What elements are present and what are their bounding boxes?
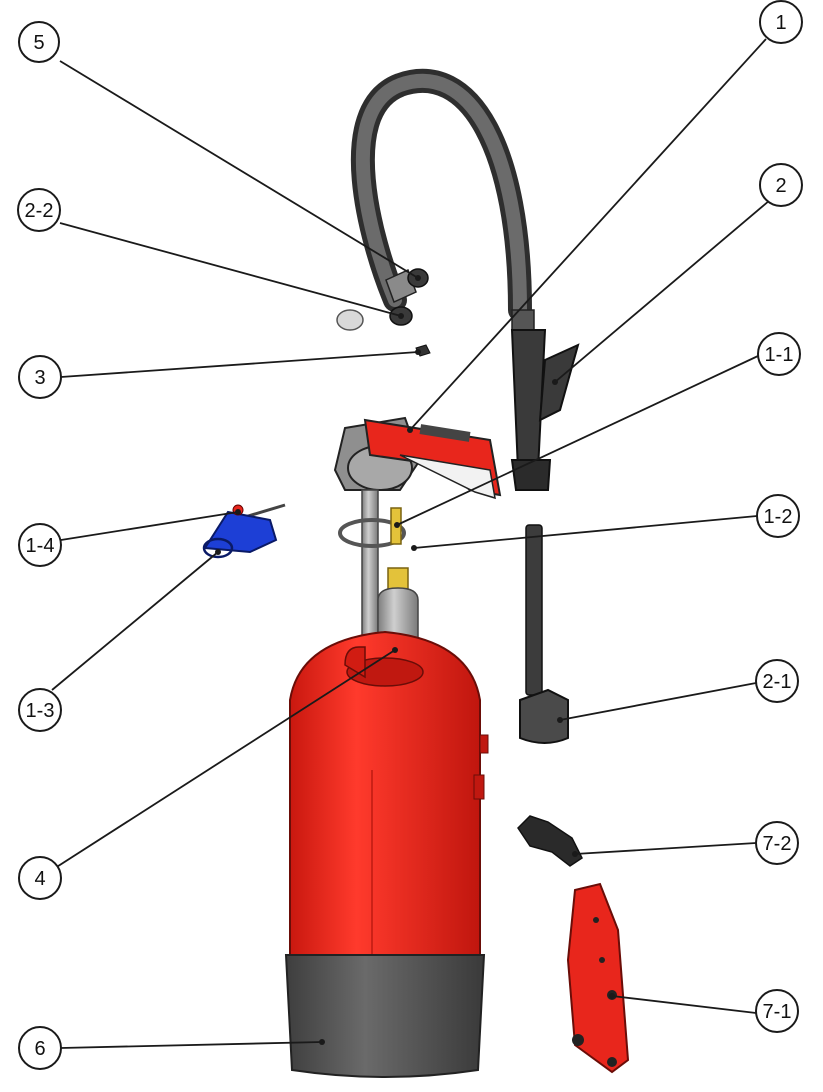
callout-1-1: 1-1 [757, 332, 801, 376]
callout-label: 5 [33, 32, 44, 54]
callout-6: 6 [18, 1026, 62, 1070]
callout-label: 6 [34, 1038, 45, 1060]
callout-label: 2-1 [763, 671, 792, 693]
safety-pin [202, 503, 286, 559]
callout-label: 3 [34, 367, 45, 389]
leader-lines [51, 38, 771, 1049]
callout-label: 7-1 [763, 1001, 792, 1023]
callout-1-3: 1-3 [18, 688, 62, 732]
callout-label: 1-4 [26, 535, 55, 557]
callout-label: 1-1 [765, 344, 794, 366]
spray-lance [519, 524, 569, 744]
callout-label: 1-3 [26, 700, 55, 722]
callout-2-2: 2-2 [17, 188, 61, 232]
callout-2: 2 [759, 163, 803, 207]
hose [350, 68, 535, 331]
valve-handle [333, 416, 502, 500]
cylinder-base [284, 954, 486, 1078]
callout-7-1: 7-1 [755, 989, 799, 1033]
callout-label: 4 [34, 868, 45, 890]
callout-label: 1-2 [764, 506, 793, 528]
o-ring [338, 518, 406, 548]
bracket-clip [517, 815, 583, 867]
callout-5: 5 [18, 21, 60, 63]
callout-3: 3 [18, 355, 62, 399]
callout-2-1: 2-1 [755, 659, 799, 703]
callout-label: 1 [775, 12, 786, 34]
callout-7-2: 7-2 [755, 821, 799, 865]
callout-1-4: 1-4 [18, 523, 62, 567]
wall-bracket [566, 882, 630, 1074]
callout-label: 2-2 [25, 200, 54, 222]
extinguisher-cylinder [289, 630, 489, 956]
callout-4: 4 [18, 856, 62, 900]
callout-label: 2 [775, 175, 786, 197]
callout-label: 7-2 [763, 833, 792, 855]
callout-1-2: 1-2 [756, 494, 800, 538]
callout-1: 1 [759, 0, 803, 44]
